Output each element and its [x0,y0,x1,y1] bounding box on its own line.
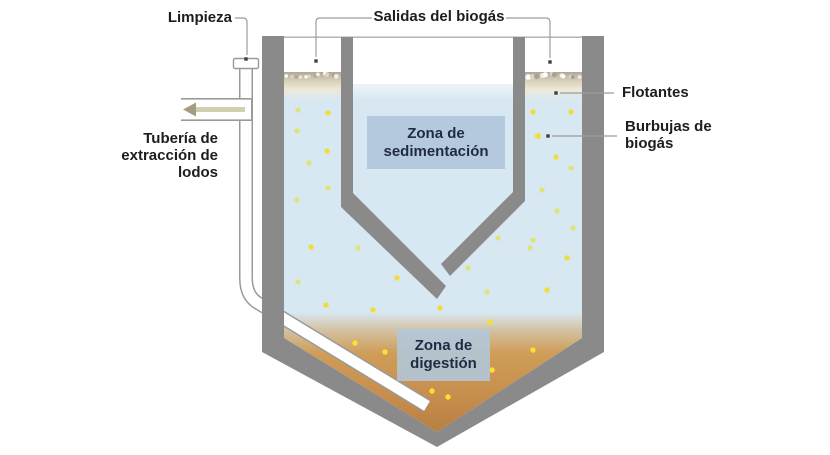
digestion-zone-box: Zona de digestión [397,329,490,381]
leader-salidas-right [506,17,551,58]
scum-texture [284,71,582,80]
sedimentation-zone-box: Zona de sedimentación [367,116,505,169]
floating-scum-label: Flotantes [622,84,689,101]
leader-dots [244,57,558,138]
leader-salidas-left [315,17,372,57]
sludge-pipe [181,57,431,412]
headspace-right [525,37,582,72]
leader-lines [235,17,617,137]
leader-limpieza [235,17,248,55]
sludge-extraction-pipe-label: Tubería de extracción de lodos [121,130,218,181]
biogas-bubbles-label: Burbujas de biogás [625,118,712,152]
gas-baffle-left [341,37,446,299]
biogas-outlets-label: Salidas del biogás [373,8,505,25]
headspace-center [341,37,525,84]
biogas-bubbles [294,107,576,400]
cleaning-port-label: Limpieza [167,9,232,26]
flow-arrow [183,102,245,117]
water-surface-highlight [341,84,525,99]
gas-baffle-right [441,37,525,276]
headspace-left [284,37,341,72]
